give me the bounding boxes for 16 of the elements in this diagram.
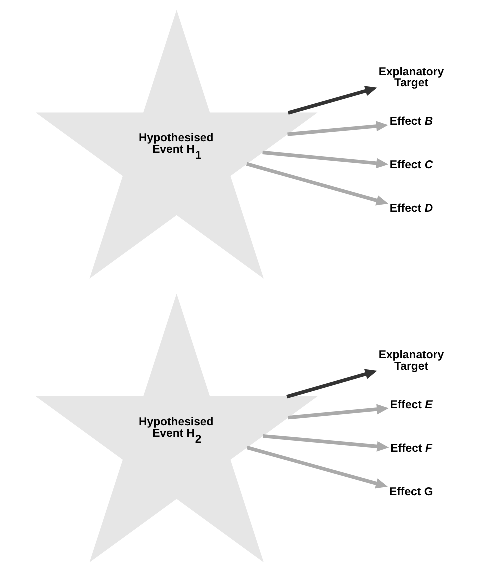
node-text: Explanatory Target — [378, 349, 444, 373]
arrow — [262, 150, 388, 169]
node-text: Explanatory Target — [378, 66, 444, 90]
arrow — [246, 446, 388, 489]
node-text: Effect C — [389, 160, 433, 172]
node-text: Effect E — [390, 399, 432, 412]
node-text: Effect F — [390, 442, 432, 455]
arrow — [287, 121, 388, 136]
node-text: Effect B — [389, 116, 433, 128]
node-text: Effect D — [389, 203, 433, 216]
arrow — [287, 86, 377, 115]
arrow — [262, 434, 389, 452]
arrow — [246, 162, 388, 206]
arrow — [286, 369, 377, 399]
node-text: Effect G — [389, 486, 433, 498]
arrow — [287, 404, 388, 420]
